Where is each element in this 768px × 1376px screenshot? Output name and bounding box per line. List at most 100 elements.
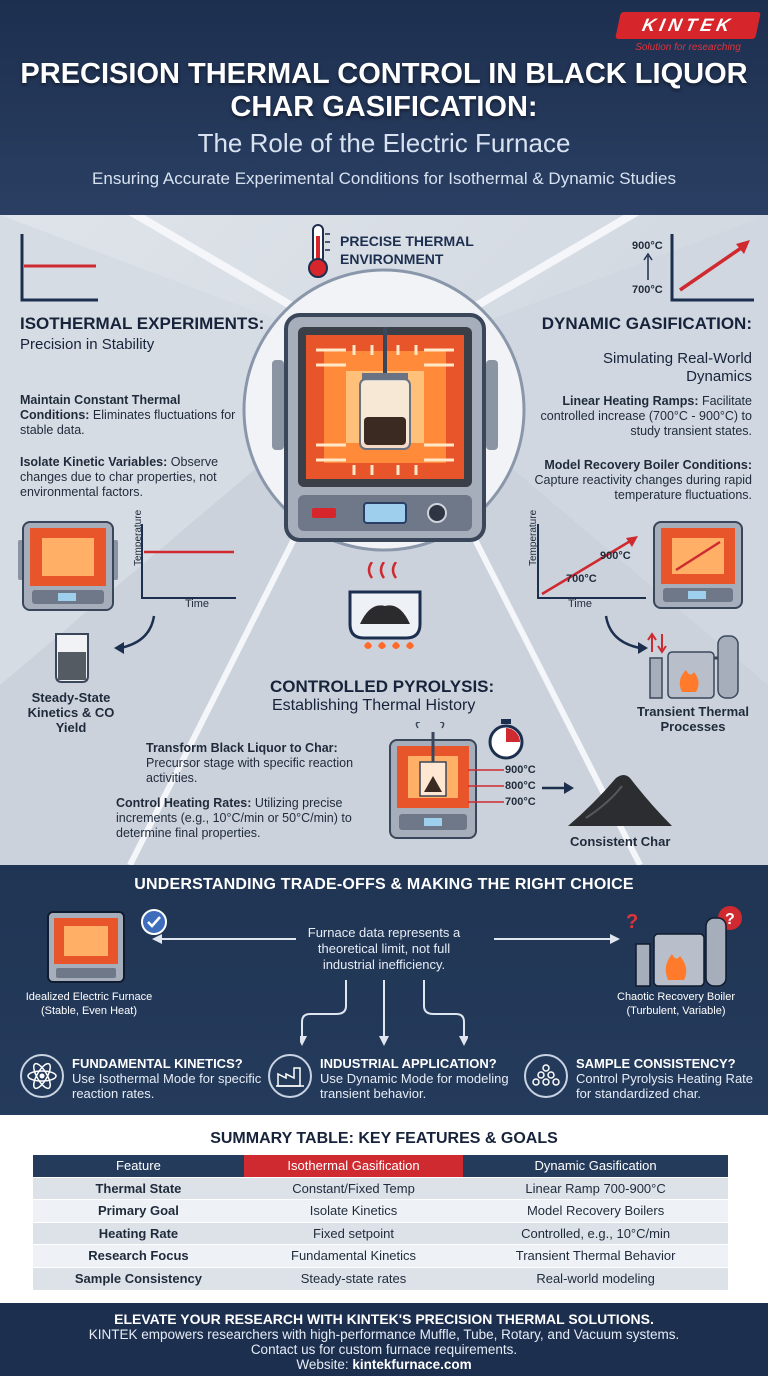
recovery-boiler-icon	[647, 632, 739, 699]
beaker-icon	[55, 633, 89, 683]
svg-text:?: ?	[626, 911, 638, 933]
summary-table: Feature Isothermal Gasification Dynamic …	[33, 1155, 728, 1290]
dynamic-axis-y: Temperature	[528, 509, 539, 566]
svg-text:?: ?	[725, 911, 735, 928]
table-cell: Thermal State	[33, 1176, 244, 1200]
boiler-label: Chaotic Recovery Boiler	[617, 991, 735, 1003]
atom-icon-glyph	[27, 1062, 57, 1090]
arrow-left-icon	[152, 934, 296, 944]
table-cell: Fixed setpoint	[243, 1221, 464, 1245]
dynamic-subheading: Simulating Real-World Dynamics	[603, 350, 752, 385]
table-row: Thermal State Constant/Fixed Temp Linear…	[33, 1176, 728, 1200]
dynamic-mini-graph	[643, 234, 754, 302]
question-card-3: SAMPLE CONSISTENCY? Control Pyrolysis He…	[576, 1056, 756, 1101]
table-cell: Steady-state rates	[243, 1266, 464, 1290]
ideal-furnace-icon	[47, 909, 167, 983]
footer-website: Website: kintekfurnace.com	[0, 1357, 768, 1372]
footer-line-1: KINTEK empowers researchers with high-pe…	[88, 1327, 680, 1342]
footer-website-link[interactable]: kintekfurnace.com	[352, 1357, 472, 1372]
thermometer-icon	[308, 224, 330, 278]
question-card-1: FUNDAMENTAL KINETICS? Use Isothermal Mod…	[72, 1056, 262, 1101]
table-row: Research Focus Fundamental Kinetics Tran…	[33, 1244, 728, 1267]
page-title: PRECISION THERMAL CONTROL IN BLACK LIQUO…	[20, 58, 748, 123]
boiler-sub: (Turbulent, Variable)	[626, 1005, 726, 1017]
footer	[0, 1303, 768, 1376]
dynamic-graph	[537, 524, 646, 599]
center-label: PRECISE THERMAL ENVIRONMENT	[340, 233, 474, 267]
isothermal-point-1-title: Maintain Constant Thermal Conditions:	[20, 393, 181, 422]
pyrolysis-heading: CONTROLLED PYROLYSIS:	[270, 677, 495, 696]
table-row: Heating Rate Fixed setpoint Controlled, …	[33, 1221, 728, 1245]
summary-header-row: Feature Isothermal Gasification Dynamic …	[33, 1155, 728, 1177]
curved-arrow-right-icon	[604, 615, 648, 654]
dynamic-top-low: 700°C	[632, 284, 663, 296]
pyrolysis-point-1-title: Transform Black Liquor to Char:	[146, 741, 338, 755]
page-tagline: Ensuring Accurate Experimental Condition…	[92, 169, 676, 188]
stopwatch-icon	[488, 719, 524, 760]
question-1-title: FUNDAMENTAL KINETICS?	[72, 1056, 243, 1071]
question-card-2: INDUSTRIAL APPLICATION? Use Dynamic Mode…	[320, 1056, 510, 1101]
dynamic-graph-high: 900°C	[600, 550, 631, 562]
page-subtitle: The Role of the Electric Furnace	[197, 128, 571, 158]
isothermal-subheading: Precision in Stability	[20, 336, 155, 353]
branch-arrows	[300, 980, 468, 1046]
ideal-furnace-sub: (Stable, Even Heat)	[41, 1005, 137, 1017]
table-row: Primary Goal Isolate Kinetics Model Reco…	[33, 1199, 728, 1222]
dynamic-point-1-title: Linear Heating Ramps:	[562, 394, 699, 408]
footer-headline: ELEVATE YOUR RESEARCH WITH KINTEK'S PREC…	[114, 1311, 654, 1327]
isothermal-point-2: Isolate Kinetic Variables: Observe chang…	[20, 455, 250, 500]
footer-line-2: Contact us for custom furnace requiremen…	[250, 1342, 518, 1357]
table-cell: Transient Thermal Behavior	[463, 1244, 728, 1267]
dynamic-point-2-text: Capture reactivity changes during rapid …	[534, 473, 752, 502]
pyrolysis-point-2: Control Heating Rates: Utilizing precise…	[116, 796, 371, 841]
question-1-text: Use Isothermal Mode for specific reactio…	[72, 1071, 262, 1101]
dynamic-point-1-text: Facilitate controlled increase (700°C - …	[540, 394, 753, 438]
dynamic-point-2: Model Recovery Boiler Conditions: Captur…	[522, 458, 752, 503]
question-2-title: INDUSTRIAL APPLICATION?	[320, 1056, 497, 1071]
atom-icon	[20, 1054, 64, 1098]
small-furnace-icon	[18, 521, 118, 611]
small-furnace-ramp-icon	[653, 521, 743, 609]
pyrolysis-point-1: Transform Black Liquor to Char: Precurso…	[146, 741, 371, 786]
summary-header-feature: Feature	[33, 1155, 244, 1177]
logo-mark: KINTEK	[615, 12, 761, 39]
table-row: Sample Consistency Steady-state rates Re…	[33, 1266, 728, 1290]
pyrolysis-point-2-title: Control Heating Rates:	[116, 796, 252, 810]
isothermal-axis-y: Temperature	[133, 509, 144, 566]
ideal-furnace-label: Idealized Electric Furnace	[25, 991, 153, 1003]
table-cell: Research Focus	[33, 1244, 244, 1267]
question-3-title: SAMPLE CONSISTENCY?	[576, 1056, 736, 1071]
table-cell: Primary Goal	[33, 1199, 244, 1222]
summary-header-isothermal: Isothermal Gasification	[243, 1155, 464, 1177]
table-cell: Linear Ramp 700-900°C	[463, 1176, 728, 1200]
table-cell: Fundamental Kinetics	[243, 1244, 464, 1267]
dynamic-result: Transient Thermal Processes	[637, 704, 749, 734]
kintek-logo[interactable]: KINTEK Solution for researching	[615, 12, 761, 60]
table-cell: Real-world modeling	[463, 1266, 728, 1290]
pyrolysis-point-2-text: Utilizing precise increments (e.g., 10°C…	[116, 796, 352, 840]
isothermal-point-2-text: Observe changes due to char properties, …	[20, 455, 219, 499]
factory-icon-glyph	[276, 1067, 304, 1087]
pyrolysis-subheading: Establishing Thermal History	[272, 697, 476, 714]
dynamic-heading: DYNAMIC GASIFICATION:	[541, 314, 752, 333]
curved-arrow-icon	[114, 615, 156, 654]
pyrolysis-temp-800: 800°C	[505, 780, 536, 792]
summary-header-dynamic: Dynamic Gasification	[463, 1155, 728, 1177]
pyrolysis-point-1-text: Precursor stage with specific reaction a…	[146, 756, 354, 785]
electric-furnace-icon	[272, 313, 498, 542]
isothermal-point-2-title: Isolate Kinetic Variables:	[20, 455, 168, 469]
isothermal-result: Steady-State Kinetics & CO Yield	[27, 690, 115, 735]
table-cell: Heating Rate	[33, 1221, 244, 1245]
logo-tagline: Solution for researching	[635, 42, 741, 53]
isothermal-axis-x: Time	[185, 598, 210, 610]
question-2-text: Use Dynamic Mode for modeling transient …	[320, 1071, 509, 1101]
pyrolysis-result: Consistent Char	[570, 834, 671, 849]
arrow-right-icon	[542, 782, 574, 794]
arrow-right-icon-2	[494, 934, 620, 944]
ideal-furnace-caption: Idealized Electric Furnace (Stable, Even…	[14, 990, 164, 1018]
tradeoffs-title: UNDERSTANDING TRADE-OFFS & MAKING THE RI…	[134, 876, 634, 893]
pile-icon-glyph	[532, 1064, 560, 1086]
table-cell: Sample Consistency	[33, 1266, 244, 1290]
crucible-heat-icon	[348, 562, 422, 649]
footer-website-label: Website:	[296, 1357, 349, 1372]
